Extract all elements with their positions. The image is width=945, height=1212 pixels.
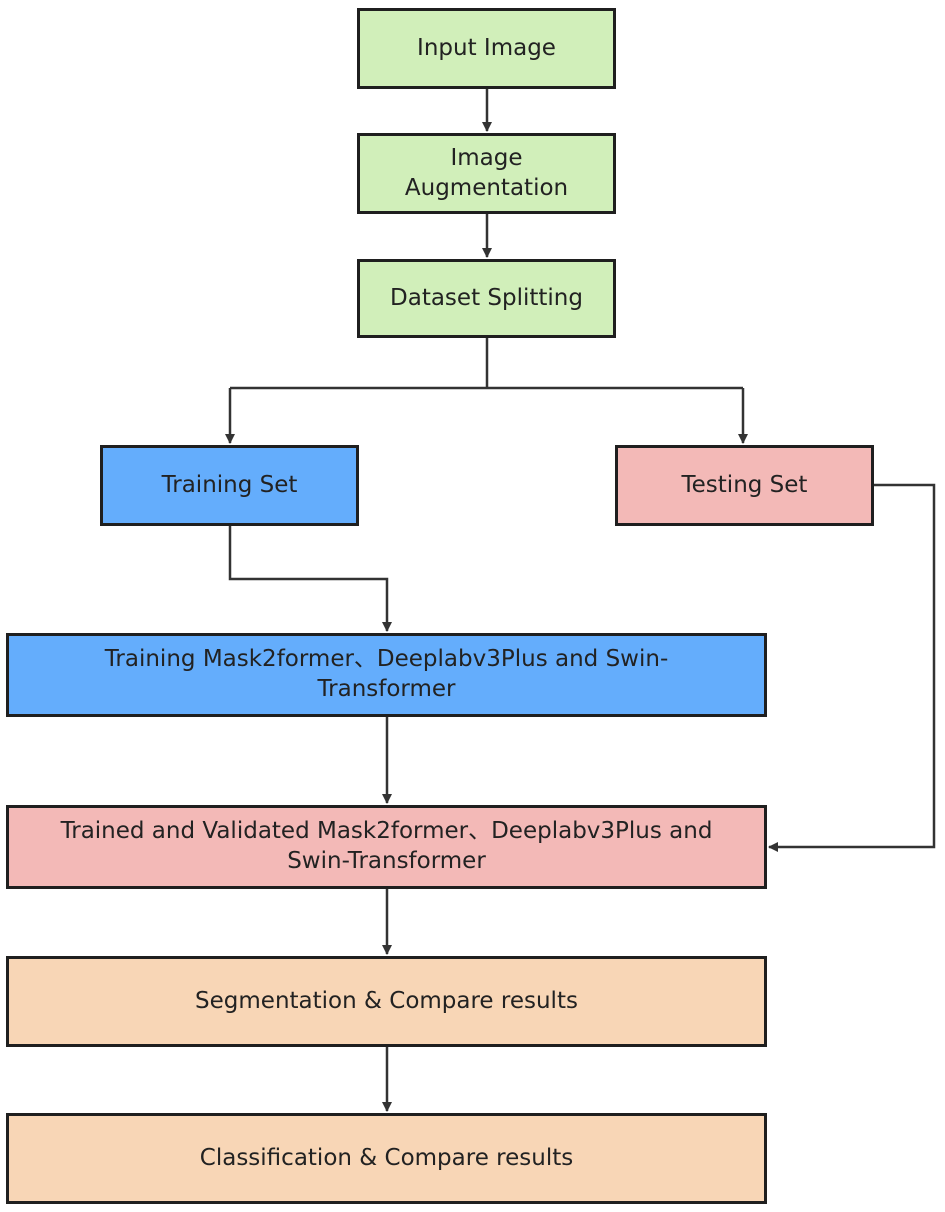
training-set-label: Training Set <box>161 471 298 498</box>
classification-node: Classification & Compare results <box>6 1113 767 1204</box>
edge-testing-set-to-trained <box>768 483 936 852</box>
edge-splitting-to-branches <box>230 338 743 390</box>
segmentation-label: Segmentation & Compare results <box>195 987 578 1014</box>
image-augmentation-label: Image Augmentation <box>404 144 569 201</box>
training-set-node: Training Set <box>100 445 359 526</box>
input-image-node: Input Image <box>357 8 616 89</box>
image-augmentation-node: Image Augmentation <box>357 133 616 214</box>
segmentation-node: Segmentation & Compare results <box>6 956 767 1047</box>
trained-validated-node: Trained and Validated Mask2former、Deepla… <box>6 805 767 889</box>
edge-training-set-to-models <box>228 526 392 632</box>
dataset-splitting-node: Dataset Splitting <box>357 259 616 338</box>
trained-validated-label: Trained and Validated Mask2former、Deepla… <box>60 818 713 874</box>
testing-set-label: Testing Set <box>681 471 808 498</box>
input-image-label: Input Image <box>417 34 556 61</box>
classification-label: Classification & Compare results <box>199 1144 574 1171</box>
training-models-label: Training Mask2former、Deeplabv3Plus and S… <box>104 646 669 702</box>
training-models-node: Training Mask2former、Deeplabv3Plus and S… <box>6 633 767 717</box>
testing-set-node: Testing Set <box>615 445 874 526</box>
dataset-splitting-label: Dataset Splitting <box>390 284 583 311</box>
